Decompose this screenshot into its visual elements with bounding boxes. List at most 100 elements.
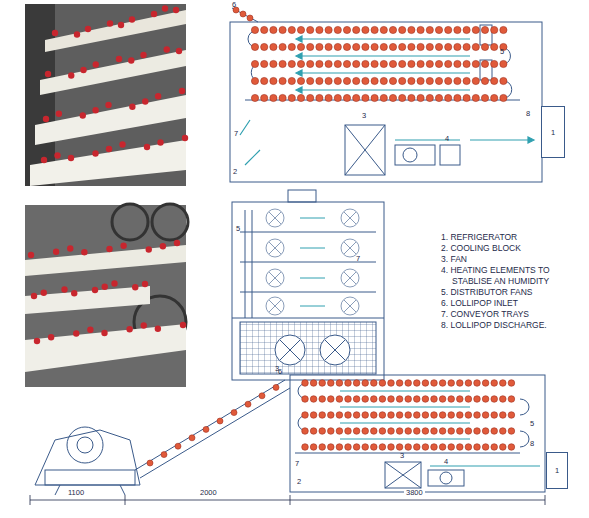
lollipop <box>288 77 295 84</box>
lollipop <box>482 444 489 451</box>
lollipop <box>396 380 403 387</box>
lollipop <box>426 43 433 50</box>
lollipop <box>408 26 415 33</box>
lollipop <box>353 77 360 84</box>
lollipop <box>371 380 378 387</box>
lollipop <box>431 428 438 435</box>
lollipop <box>297 26 304 33</box>
callout-number: 6 <box>232 1 236 9</box>
lollipop <box>362 94 369 101</box>
legend-text: 7. CONVEYOR TRAYS <box>441 309 573 320</box>
lollipop <box>399 43 406 50</box>
lollipop <box>297 77 304 84</box>
lollipop <box>279 26 286 33</box>
lollipop <box>128 57 134 63</box>
lollipop <box>445 60 452 67</box>
lollipop <box>362 60 369 67</box>
lollipop <box>422 428 429 435</box>
lollipop <box>41 290 47 296</box>
lollipop <box>266 297 284 315</box>
lollipop <box>388 444 395 451</box>
lollipop <box>155 326 161 332</box>
dimension: 2000 <box>198 489 219 497</box>
fan-blade <box>344 300 356 312</box>
lollipop <box>481 60 488 67</box>
lollipop <box>310 380 317 387</box>
lollipop <box>302 396 309 403</box>
lollipop <box>481 26 488 33</box>
lollipop <box>336 396 343 403</box>
lollipop <box>472 26 479 33</box>
lollipop <box>151 11 157 17</box>
lollipop <box>34 338 40 344</box>
lollipop <box>334 43 341 50</box>
lollipop <box>371 43 378 50</box>
lollipop <box>405 444 412 451</box>
lollipop <box>341 209 359 227</box>
lollipop <box>345 444 352 451</box>
lollipop <box>297 43 304 50</box>
lollipop <box>508 396 515 403</box>
lollipop <box>157 139 163 145</box>
lollipop <box>396 412 403 419</box>
lollipop <box>101 330 107 336</box>
lollipop <box>307 60 314 67</box>
lollipop <box>508 444 515 451</box>
lollipop <box>247 15 253 21</box>
dimension: 1100 <box>66 489 86 497</box>
lollipop <box>379 396 386 403</box>
lollipop <box>173 7 179 13</box>
lollipop <box>164 46 170 52</box>
lollipop <box>445 26 452 33</box>
lollipop <box>380 77 387 84</box>
lollipop <box>53 249 59 255</box>
fan-blade <box>344 212 356 224</box>
callout-number: 4 <box>445 135 449 143</box>
lollipop <box>189 435 195 441</box>
lollipop <box>422 412 429 419</box>
lollipop <box>472 60 479 67</box>
lollipop <box>389 77 396 84</box>
lollipop <box>343 77 350 84</box>
lollipop <box>129 16 135 22</box>
lollipop <box>155 93 161 99</box>
dimension-line <box>30 495 545 505</box>
lollipop <box>353 412 360 419</box>
lollipop <box>105 102 111 108</box>
lollipop <box>353 60 360 67</box>
lollipop <box>251 43 258 50</box>
lollipop <box>414 396 421 403</box>
lollipop <box>325 60 332 67</box>
lollipop <box>302 380 309 387</box>
lollipop <box>336 428 343 435</box>
lollipop <box>388 412 395 419</box>
lollipop <box>491 428 498 435</box>
lollipop <box>396 428 403 435</box>
lollipop <box>474 396 481 403</box>
lollipop <box>81 249 87 255</box>
lollipop <box>408 43 415 50</box>
lollipop <box>141 322 147 328</box>
lollipop <box>388 428 395 435</box>
lollipop <box>417 26 424 33</box>
lollipop <box>463 60 470 67</box>
callout-number: 2 <box>297 478 301 486</box>
lollipop <box>71 290 77 296</box>
lollipop <box>491 26 498 33</box>
lollipop <box>92 107 98 113</box>
lollipop <box>380 94 387 101</box>
lollipop <box>217 418 223 424</box>
lollipop <box>500 94 507 101</box>
lollipop <box>417 77 424 84</box>
lollipop <box>399 26 406 33</box>
lollipop <box>251 60 258 67</box>
lollipop <box>379 380 386 387</box>
lollipop <box>328 396 335 403</box>
lollipop <box>74 31 80 37</box>
lollipop-machine <box>35 375 545 495</box>
lollipop <box>325 26 332 33</box>
legend-text: 4. HEATING ELEMENTS TO STABLISE AN HUMID… <box>441 265 573 287</box>
lollipop <box>396 396 403 403</box>
callout-number: 5 <box>500 48 504 56</box>
lollipop <box>261 94 268 101</box>
